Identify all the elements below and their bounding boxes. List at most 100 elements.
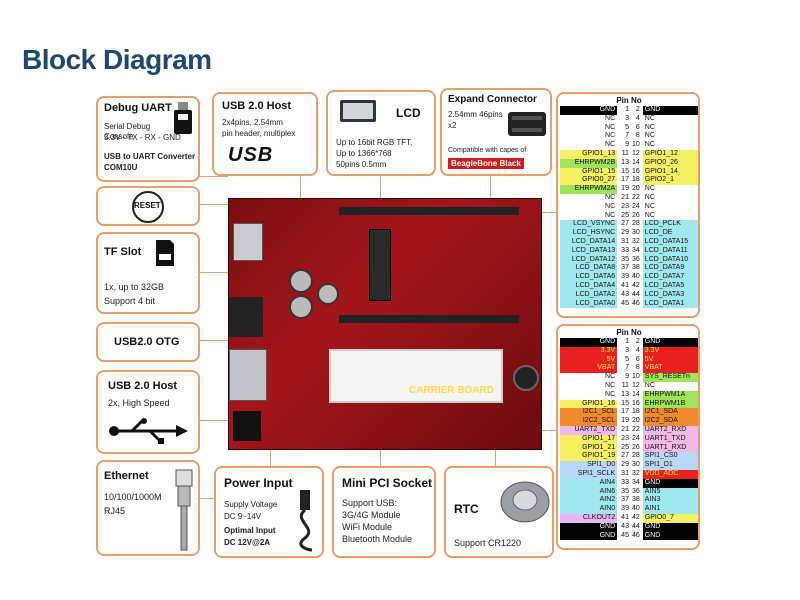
pin-left-signal: NC	[605, 390, 616, 398]
pin-number: 5	[625, 123, 629, 131]
pin-number: 41	[621, 513, 629, 521]
pin-number: 3	[625, 346, 629, 354]
connector-line	[300, 176, 301, 206]
rtc-battery-holder-image	[513, 365, 539, 391]
usb-host-left-box: USB 2.0 Host 2x, High Speed	[96, 370, 200, 454]
pin-number: 24	[632, 434, 640, 442]
pin-left-signal: GPIO1_21	[560, 443, 618, 453]
pin-right-signal: GND	[642, 106, 698, 115]
page-title: Block Diagram	[22, 44, 212, 75]
expand-header-bottom-image	[339, 315, 519, 323]
pin-left-signal: AIN6	[560, 487, 618, 497]
rtc-line1: Support CR1220	[454, 538, 522, 548]
pin-number: 28	[632, 452, 640, 460]
pin-left-signal: GPIO0_27	[560, 176, 618, 186]
pin-right-signal: NC	[644, 114, 655, 122]
connector-line	[270, 440, 271, 466]
pin-number: 36	[632, 255, 640, 263]
pin-number: 34	[632, 246, 640, 254]
pin-right-signal: GPIO0_26	[642, 158, 698, 168]
pin-number: 46	[632, 299, 640, 307]
pin-right-signal: LCD_DATA3	[642, 290, 698, 300]
pin-number: 4	[635, 346, 640, 354]
pin-number: 12	[632, 149, 640, 157]
pin-number: 16	[632, 167, 640, 175]
pin-number: 26	[632, 443, 640, 451]
mini-pci-line2: 3G/4G Module	[342, 510, 401, 520]
lcd-line2: Up to 1366*768	[336, 149, 392, 158]
debug-uart-title: Debug UART	[104, 102, 172, 114]
pin-number: 2	[635, 338, 640, 345]
usb-logo-icon: USB	[228, 144, 274, 166]
mini-pci-title: Mini PCI Socket	[342, 476, 433, 490]
power-jack-image	[233, 411, 261, 441]
pin-number: 31	[621, 237, 629, 245]
pin-right-signal: VDD_ADC	[642, 469, 698, 479]
pin-number: 35	[621, 487, 629, 495]
pin-left-signal: GPIO1_15	[560, 167, 618, 177]
som-connector-image	[329, 349, 503, 403]
pin-right-signal: GPIO1_12	[642, 149, 698, 159]
pin-right-signal: GPIO0_7	[642, 513, 698, 523]
pin-number: 17	[621, 408, 629, 416]
usb-host-left-title: USB 2.0 Host	[108, 380, 178, 392]
pin-left-signal: NC	[605, 381, 616, 389]
pin-left-signal: LCD_DATA14	[560, 237, 618, 247]
pin-left-signal: GND	[560, 106, 618, 115]
debug-uart-line1: Serial Debug Console	[104, 122, 151, 141]
pin-right-signal: GND	[642, 338, 698, 347]
pin-number: 9	[625, 373, 629, 381]
pin-number: 42	[632, 281, 640, 289]
pin-left-signal: GND	[560, 338, 618, 347]
microsd-card-icon	[156, 240, 174, 266]
pin-left-signal: GND	[560, 522, 618, 532]
pin-number: 27	[621, 452, 629, 460]
pin-number: 23	[621, 434, 629, 442]
pin-right-signal: LCD_DATA7	[642, 273, 698, 282]
expand-line3: Compatible with capes of	[448, 147, 527, 154]
pin-number: 32	[632, 237, 640, 245]
pin-number: 44	[632, 522, 640, 530]
pin-left-signal: LCD_DATA0	[560, 299, 618, 309]
pin-number: 1	[625, 338, 629, 345]
pin-number: 39	[621, 505, 629, 513]
pin-right-signal: VBAT	[642, 364, 698, 374]
expand-connector-box: Expand Connector 2.54mm 46pins x2 Compat…	[440, 88, 552, 176]
pin-right-signal: SPI1_D1	[642, 461, 698, 470]
pin-right-signal: NC	[644, 141, 655, 149]
pin-number: 30	[632, 461, 640, 469]
connector-line	[380, 440, 381, 466]
pin-left-signal: LCD_DATA6	[560, 273, 618, 282]
pin-number: 26	[632, 211, 640, 219]
pin-left-signal: AIN0	[560, 505, 618, 514]
pin-number: 6	[635, 355, 640, 363]
pin-number: 46	[632, 531, 640, 539]
power-input-box: Power Input Supply Voltage DC 9~14V Opti…	[214, 466, 324, 558]
pin-right-signal: LCD_DATA5	[642, 281, 698, 291]
pin-number: 10	[632, 141, 640, 149]
pin-number: 15	[621, 399, 629, 407]
pin-number: 35	[621, 255, 629, 263]
debug-uart-line3: USB to UART Converter	[104, 152, 196, 161]
usb-otg-port-image	[229, 297, 263, 337]
usb-otg-box: USB2.0 OTG	[96, 322, 200, 362]
pin-right-signal: LCD_DE	[642, 229, 698, 238]
pin-left-signal: GND	[560, 531, 618, 541]
